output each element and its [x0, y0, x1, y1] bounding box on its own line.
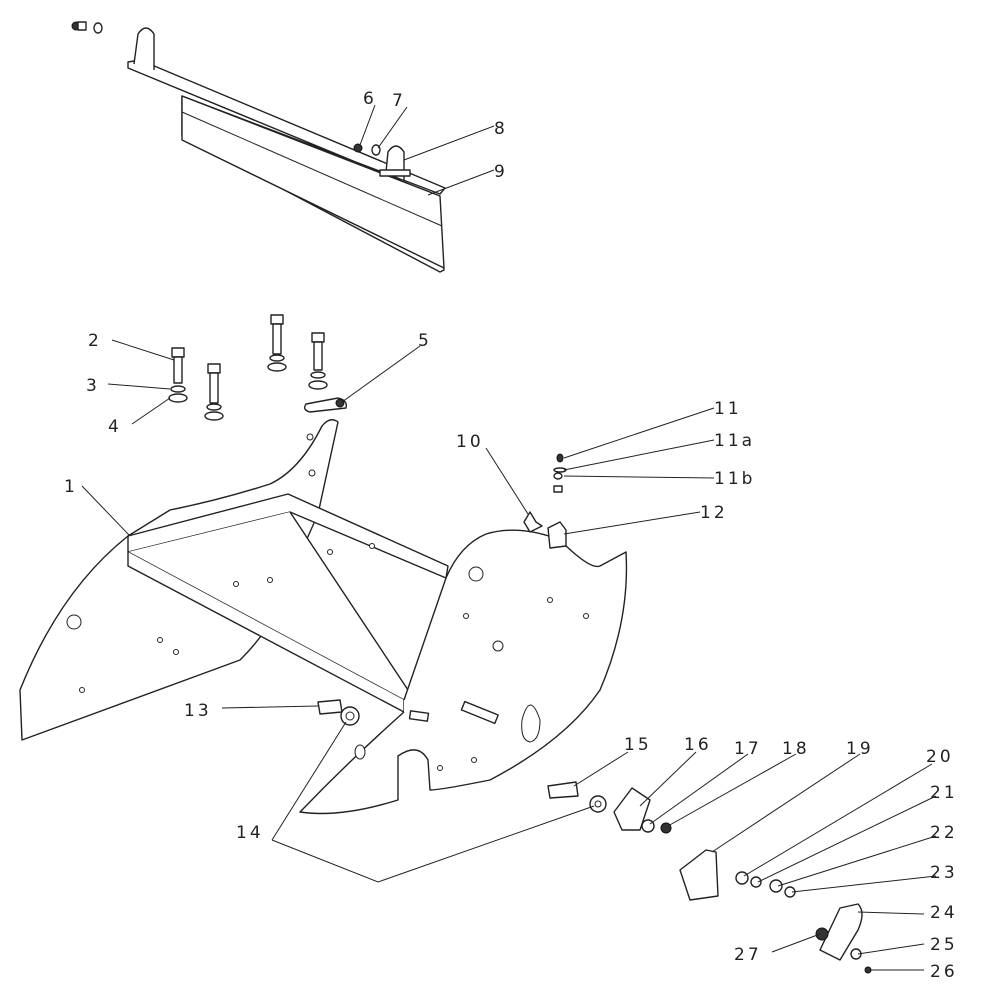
label-11a: 11a [714, 431, 755, 451]
label-11b: 11b [714, 469, 755, 489]
label-5: 5 [418, 331, 432, 351]
label-16: 16 [684, 735, 712, 755]
label-1: 1 [64, 477, 78, 497]
label-9: 9 [494, 162, 508, 182]
label-12: 12 [700, 503, 728, 523]
label-14: 14 [236, 823, 264, 843]
label-26: 26 [930, 962, 958, 982]
part-labels: 1 2 3 4 5 6 7 8 9 10 11 11a 11b 12 13 14… [64, 89, 958, 982]
bolts-2-3-4 [168, 314, 328, 421]
label-7: 7 [392, 91, 406, 111]
label-11: 11 [714, 399, 742, 419]
label-6: 6 [363, 89, 377, 109]
leader-lines [81, 104, 937, 971]
main-frame [19, 419, 628, 815]
label-22: 22 [930, 823, 958, 843]
label-18: 18 [782, 739, 810, 759]
label-24: 24 [930, 903, 958, 923]
label-4: 4 [108, 417, 122, 437]
label-2: 2 [88, 331, 102, 351]
label-25: 25 [930, 935, 958, 955]
guard-assembly [127, 27, 446, 273]
label-15: 15 [624, 735, 652, 755]
label-10: 10 [456, 432, 484, 452]
label-20: 20 [926, 747, 954, 767]
label-23: 23 [930, 863, 958, 883]
part-5-link [303, 397, 348, 413]
label-21: 21 [930, 783, 958, 803]
top-left-hardware [71, 21, 103, 34]
label-17: 17 [734, 739, 762, 759]
label-27: 27 [734, 945, 762, 965]
small-parts [317, 453, 872, 974]
label-19: 19 [846, 739, 874, 759]
label-13: 13 [184, 701, 212, 721]
label-3: 3 [86, 376, 100, 396]
label-8: 8 [494, 119, 508, 139]
